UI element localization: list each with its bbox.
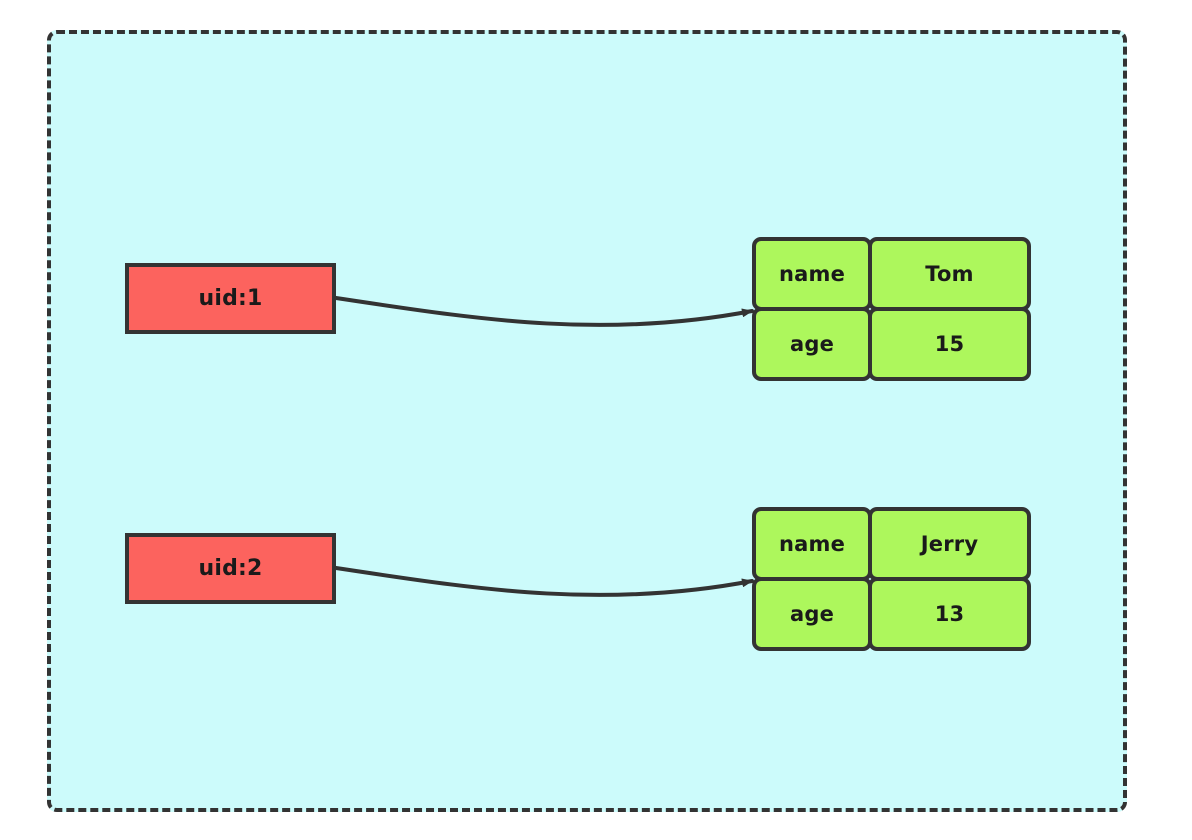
entity-1-value-name[interactable]: Tom <box>868 237 1031 311</box>
table-row: age 13 <box>752 577 1035 651</box>
table-row: name Jerry <box>752 507 1035 581</box>
table-row: name Tom <box>752 237 1035 311</box>
uid-node-1[interactable]: uid:1 <box>125 263 336 334</box>
group-container <box>47 30 1127 812</box>
uid-node-1-label: uid:1 <box>198 286 263 311</box>
entity-1-key-age[interactable]: age <box>752 307 872 381</box>
entity-2-key-name[interactable]: name <box>752 507 872 581</box>
entity-1-value-age[interactable]: 15 <box>868 307 1031 381</box>
entity-1-table: name Tom age 15 <box>752 237 1035 381</box>
entity-2-key-age[interactable]: age <box>752 577 872 651</box>
entity-2-value-name[interactable]: Jerry <box>868 507 1031 581</box>
entity-2-table: name Jerry age 13 <box>752 507 1035 651</box>
table-row: age 15 <box>752 307 1035 381</box>
uid-node-2[interactable]: uid:2 <box>125 533 336 604</box>
uid-node-2-label: uid:2 <box>198 556 263 581</box>
entity-1-key-name[interactable]: name <box>752 237 872 311</box>
entity-2-value-age[interactable]: 13 <box>868 577 1031 651</box>
